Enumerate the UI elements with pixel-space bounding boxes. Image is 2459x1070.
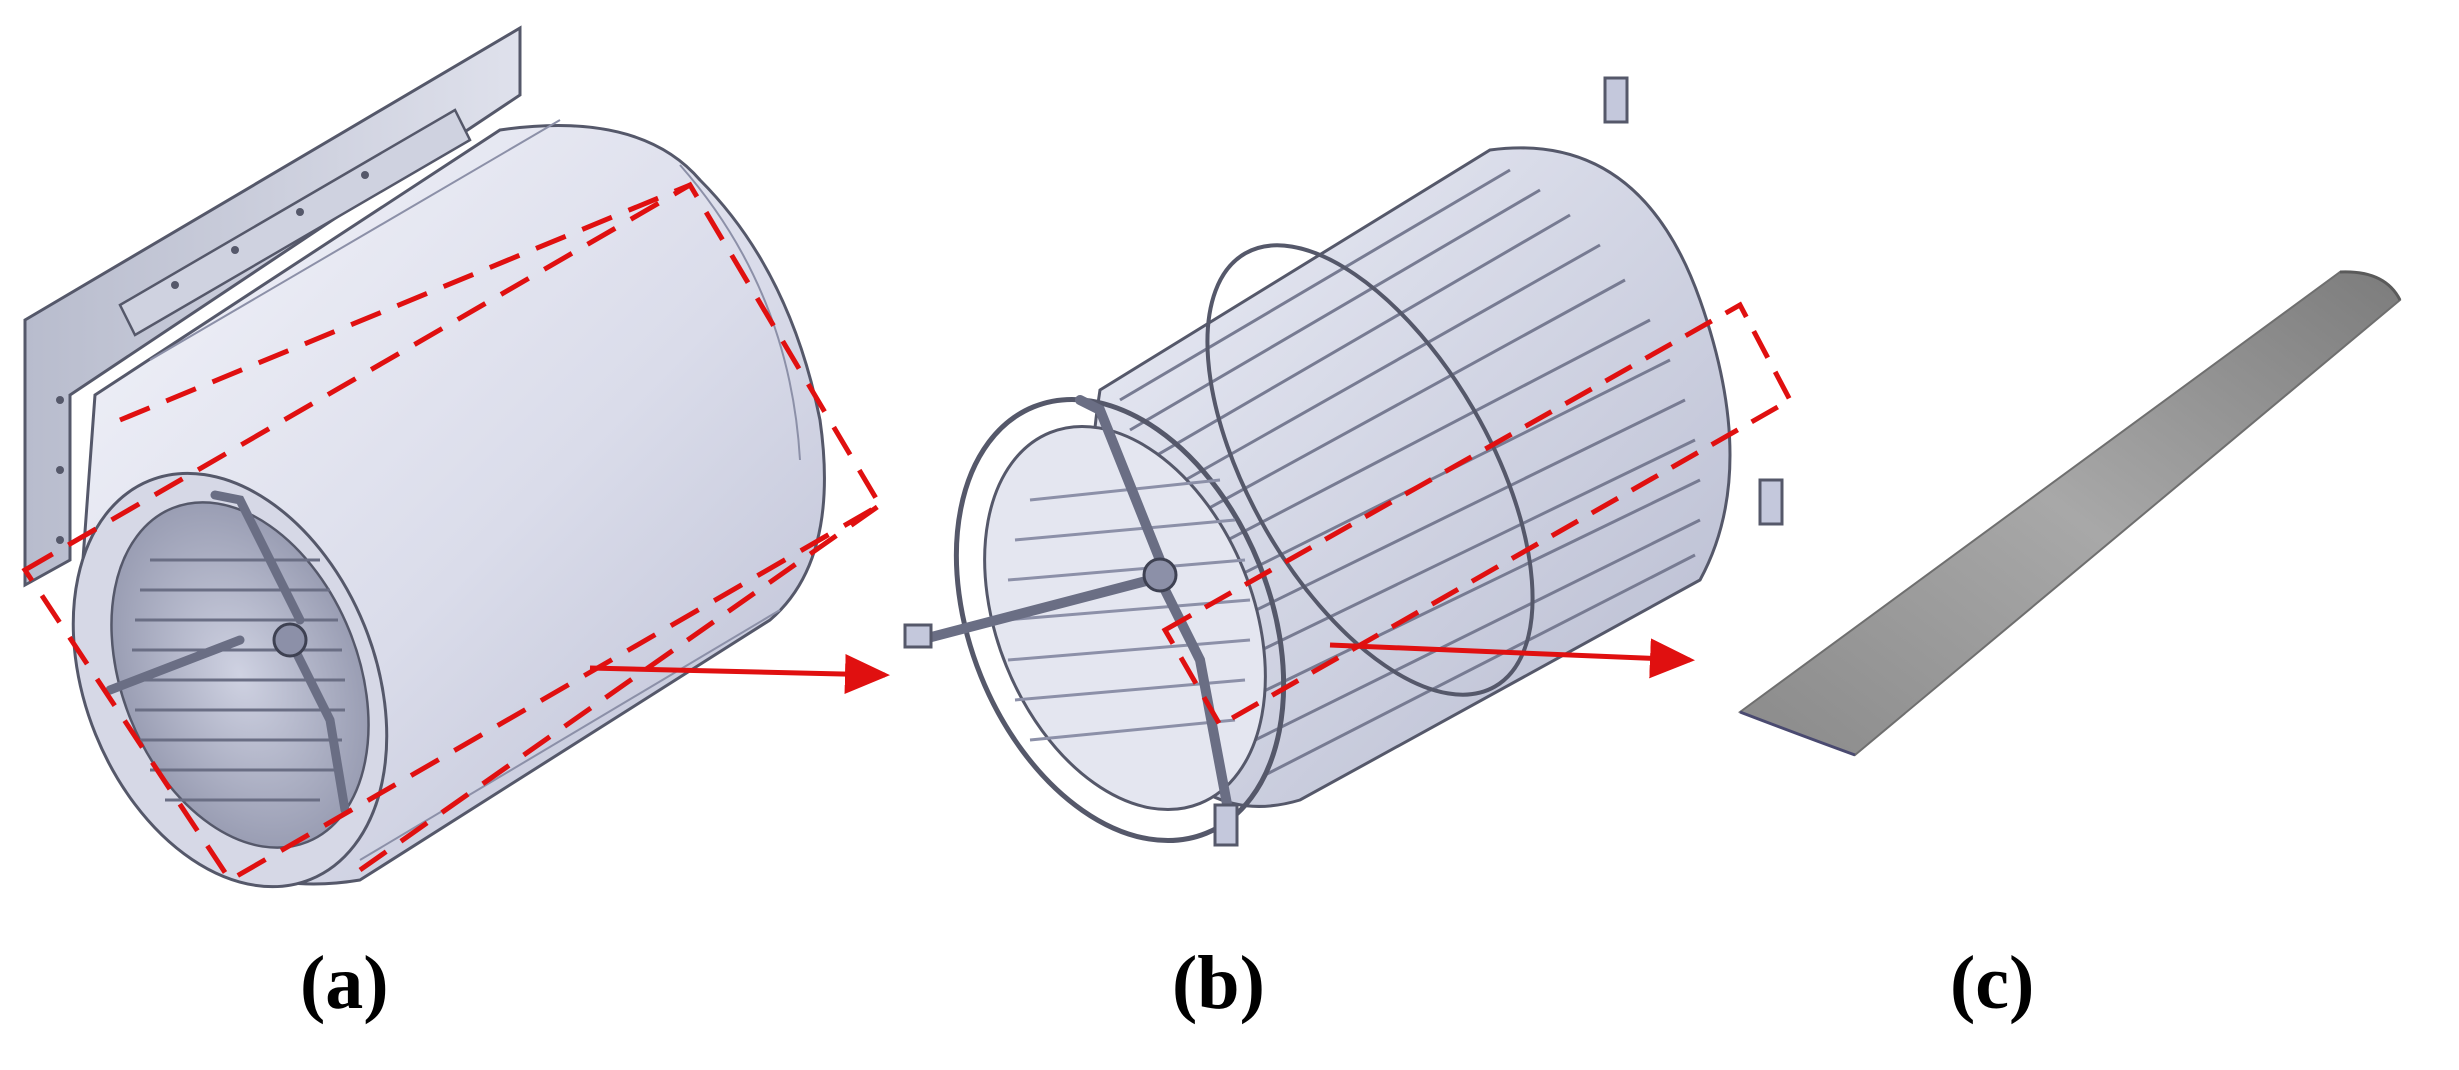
- housing-seam-back: [679, 164, 801, 461]
- arrow-a-to-b: [589, 654, 890, 695]
- flange-holes: [56, 171, 369, 544]
- highlight-region-a-bottomline: [358, 502, 882, 873]
- housing-seam-top: [149, 119, 561, 361]
- highlight-region-a: [21, 181, 884, 884]
- panel-b-impeller: [903, 76, 1794, 847]
- panel-label-c: (c): [1950, 941, 2035, 1025]
- highlight-region-a-midline: [119, 182, 691, 423]
- arrow-b-to-c: [1329, 638, 1695, 679]
- panel-a-fan-assembly: [21, 25, 884, 889]
- front-blades: [1004, 478, 1251, 742]
- top-bracket: [118, 108, 472, 337]
- impeller-blades: [1119, 168, 1701, 777]
- blade-body: [1737, 270, 2402, 757]
- panel-c-blade: [1737, 270, 2402, 757]
- housing-seam-bottom: [359, 609, 781, 861]
- impeller-hub: [1142, 557, 1178, 593]
- inlet-support-arms: [105, 490, 350, 815]
- highlight-region-b: [1161, 301, 1794, 729]
- impeller-support-arms: [915, 395, 1235, 825]
- panel-label-b: (b): [1172, 941, 1265, 1025]
- mounting-tabs: [903, 76, 1784, 847]
- panel-label-a: (a): [300, 941, 389, 1025]
- blade-end-edge: [1739, 710, 1856, 757]
- middle-disc: [1205, 243, 1535, 697]
- blade-top-edge: [2339, 270, 2402, 301]
- hub: [272, 622, 308, 658]
- front-ring-outer: [953, 396, 1287, 844]
